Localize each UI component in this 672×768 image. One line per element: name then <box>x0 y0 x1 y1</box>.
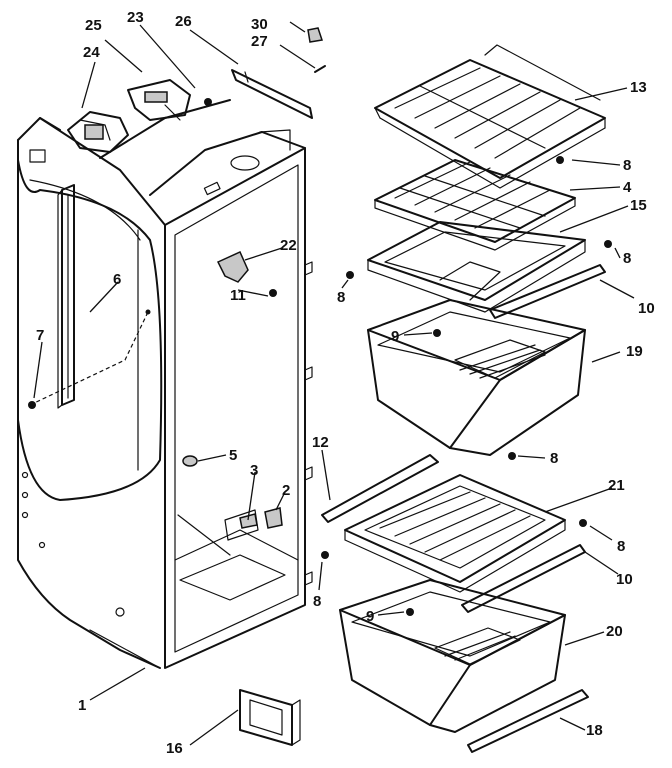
callout-6: 6 <box>113 271 121 288</box>
bracket-22 <box>216 251 249 283</box>
callout-3: 3 <box>250 462 258 479</box>
callout-10b: 10 <box>616 571 633 588</box>
screw-8d <box>508 452 516 460</box>
callout-16: 16 <box>166 740 183 757</box>
callout-13: 13 <box>630 79 647 96</box>
callout-8d: 8 <box>550 450 558 467</box>
callout-25: 25 <box>85 17 102 34</box>
screw-27 <box>314 65 326 73</box>
screw-7-alignment-line <box>29 311 149 406</box>
clip-30 <box>307 27 323 43</box>
callout-15: 15 <box>630 197 647 214</box>
cross-brace <box>231 69 313 119</box>
callout-8a: 8 <box>623 157 631 174</box>
callout-23: 23 <box>127 9 144 26</box>
callout-30: 30 <box>251 16 268 33</box>
rail-12 <box>321 454 439 523</box>
screw-8c <box>346 271 354 279</box>
bracket-2 <box>264 507 283 529</box>
bracket-3-tab <box>239 513 258 529</box>
callout-19: 19 <box>626 343 643 360</box>
callout-9b: 9 <box>366 608 374 625</box>
callout-21: 21 <box>608 477 625 494</box>
callout-7: 7 <box>36 327 44 344</box>
callout-18: 18 <box>586 722 603 739</box>
callout-1: 1 <box>78 697 86 714</box>
callout-8f: 8 <box>313 593 321 610</box>
callout-8c: 8 <box>337 289 345 306</box>
callout-5: 5 <box>229 447 237 464</box>
callout-26: 26 <box>175 13 192 30</box>
screw-8b <box>604 240 612 248</box>
callout-11: 11 <box>230 287 246 304</box>
screw-8f <box>321 551 329 559</box>
crisper-drawer-19 <box>367 299 586 456</box>
shelf-21 <box>344 474 566 593</box>
control-bracket <box>127 79 191 121</box>
callout-2: 2 <box>282 482 290 499</box>
screw-9b <box>406 608 414 616</box>
control-housing <box>67 111 129 153</box>
callout-24: 24 <box>83 44 100 61</box>
callout-8b: 8 <box>623 250 631 267</box>
cover-16 <box>239 689 301 746</box>
screw-23 <box>204 98 212 106</box>
left-rail <box>57 184 75 409</box>
crisper-drawer-20 <box>339 579 566 733</box>
callout-12: 12 <box>312 434 329 451</box>
callout-4: 4 <box>623 179 632 196</box>
rail-18 <box>467 689 589 753</box>
callout-22: 22 <box>280 237 297 254</box>
callout-27: 27 <box>251 33 268 50</box>
screw-7-hole <box>145 309 151 315</box>
shelf-4 <box>374 159 576 251</box>
callout-labels: 25 23 26 30 27 24 13 8 4 15 8 10 8 9 19 … <box>36 9 655 757</box>
rail-10-upper <box>489 264 606 319</box>
screw-7 <box>28 401 36 409</box>
screw-8e <box>579 519 587 527</box>
screw-11 <box>269 289 277 297</box>
callout-20: 20 <box>606 623 623 640</box>
callout-9a: 9 <box>391 328 399 345</box>
plate-3 <box>224 509 259 541</box>
screw-8a <box>556 156 564 164</box>
nut-5 <box>182 455 198 467</box>
screw-9a <box>433 329 441 337</box>
callout-8e: 8 <box>617 538 625 555</box>
callout-10a: 10 <box>638 300 655 317</box>
crisper-cover-15 <box>367 221 586 313</box>
shelf-13 <box>374 44 606 189</box>
leader-lines <box>33 21 635 746</box>
